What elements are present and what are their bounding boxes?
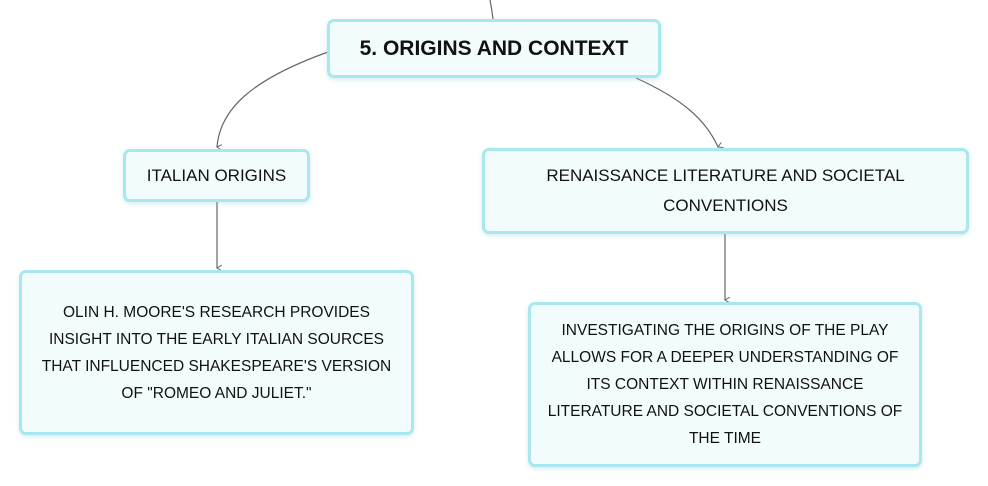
detail-node-renaissance[interactable]: INVESTIGATING THE ORIGINS OF THE PLAY AL…	[528, 302, 922, 467]
topic-node-italian-origins[interactable]: ITALIAN ORIGINS	[123, 149, 310, 202]
detail-node-italian-origins[interactable]: OLIN H. MOORE'S RESEARCH PROVIDES INSIGH…	[19, 270, 414, 435]
connector-parent-to-root	[489, 0, 494, 20]
connector-root-to-italian-origins	[217, 51, 329, 147]
topic-label-renaissance: RENAISSANCE LITERATURE AND SOCIETAL CONV…	[546, 166, 905, 215]
detail-text-renaissance: INVESTIGATING THE ORIGINS OF THE PLAY AL…	[547, 322, 903, 447]
root-topic-label: 5. ORIGINS AND CONTEXT	[359, 36, 629, 60]
topic-label-italian-origins: ITALIAN ORIGINS	[146, 165, 287, 185]
root-topic-node[interactable]: 5. ORIGINS AND CONTEXT	[327, 19, 661, 78]
topic-node-renaissance[interactable]: RENAISSANCE LITERATURE AND SOCIETAL CONV…	[482, 148, 969, 234]
detail-text-italian-origins: OLIN H. MOORE'S RESEARCH PROVIDES INSIGH…	[41, 303, 392, 402]
connector-root-to-renaissance	[635, 77, 718, 147]
